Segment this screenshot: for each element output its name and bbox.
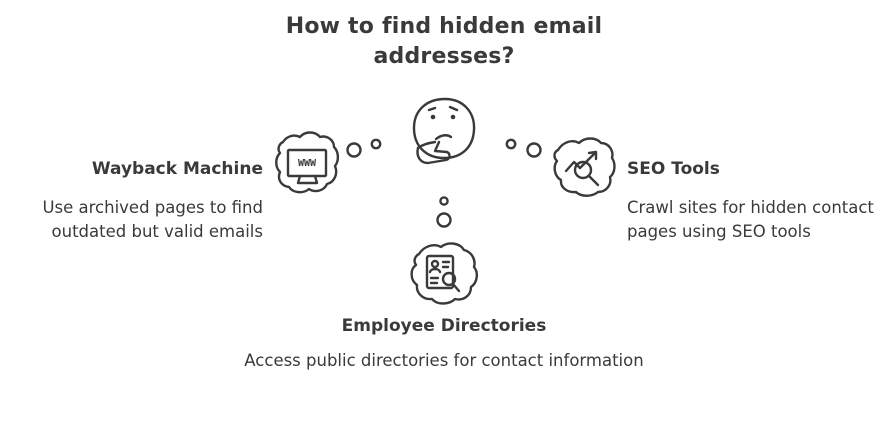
employee-directories-description: Access public directories for contact in…: [244, 351, 644, 370]
seo-tools-description: Crawl sites for hidden contact pages usi…: [627, 198, 874, 241]
thinking-face-icon: [412, 97, 476, 165]
directory-search-icon: [410, 242, 479, 305]
employee-directories-heading: Employee Directories: [341, 316, 547, 336]
seo-tools-heading: SEO Tools: [627, 159, 720, 179]
wayback-machine-heading: Wayback Machine: [91, 159, 263, 179]
seo-analytics-icon: [553, 137, 616, 197]
wayback-machine-description: Use archived pages to find outdated but …: [42, 198, 263, 241]
diagram-title: How to find hidden email addresses?: [285, 14, 603, 69]
www-text: WWW: [298, 158, 317, 169]
www-monitor-icon: WWW: [275, 131, 340, 194]
